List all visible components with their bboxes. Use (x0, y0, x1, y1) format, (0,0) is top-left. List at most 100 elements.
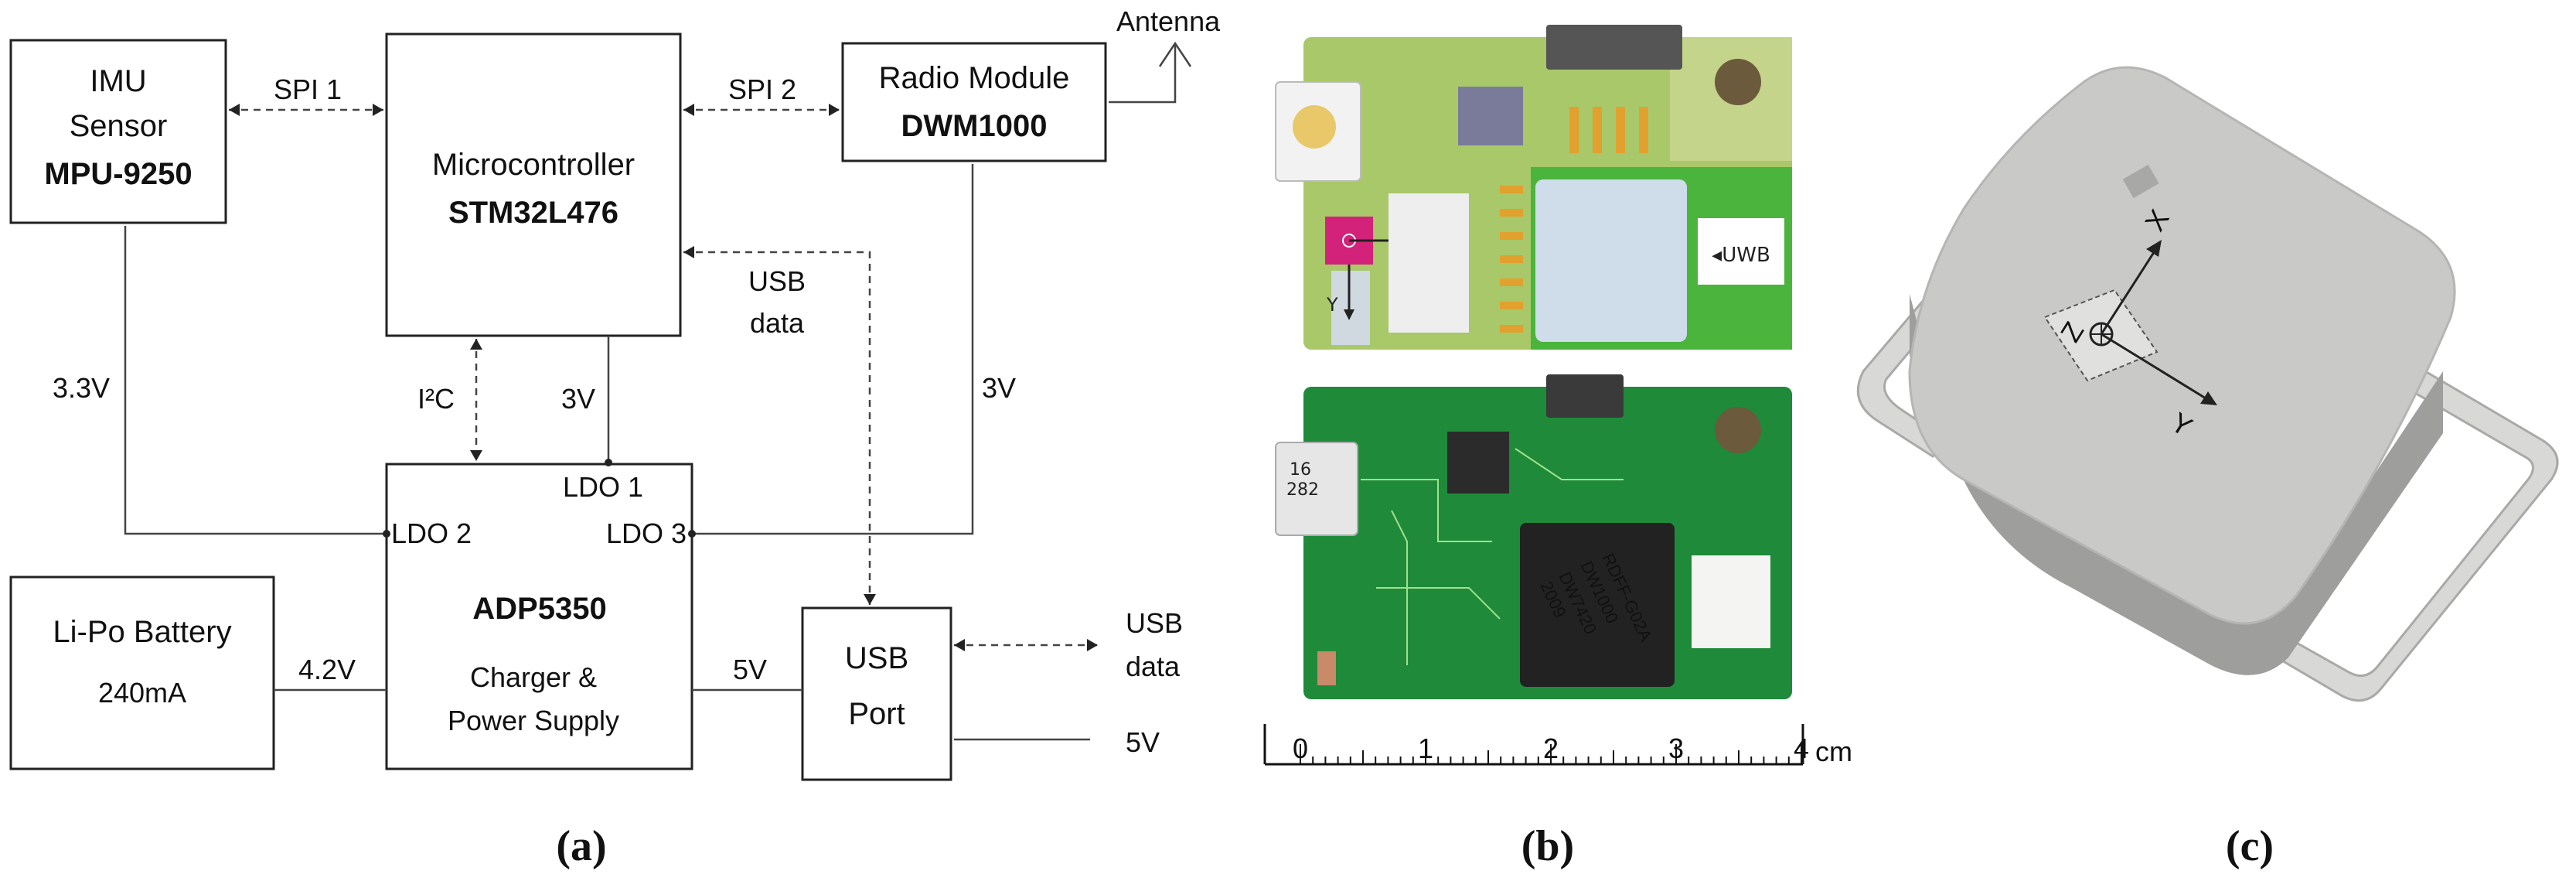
enclosure-side (1910, 294, 2443, 675)
ruler-tick-1: 1 (1418, 733, 1433, 764)
panel-b-pcb-photos: ◂UWB X Y (1263, 25, 1852, 767)
pmic-part-number: ADP5350 (472, 592, 606, 626)
window (2122, 164, 2159, 199)
uwb-label: ◂UWB (1712, 244, 1770, 267)
mounting-hole (1715, 407, 1761, 453)
imu-chip-top (1458, 87, 1523, 145)
arrowhead (1344, 309, 1354, 320)
imu-part-number: MPU-9250 (44, 157, 192, 191)
3v3-line (124, 226, 387, 535)
traces (1361, 448, 1624, 665)
dwm1000-module-top (1535, 179, 1687, 342)
ldo2-label: LDO 2 (391, 517, 472, 549)
battery-name: Li-Po Battery (53, 615, 231, 649)
ldo3-label: LDO 3 (606, 517, 687, 549)
usb-port-line1: USB (845, 641, 908, 675)
radio-part-number: DWM1000 (901, 109, 1048, 143)
caption-c: (c) (2226, 822, 2274, 870)
switch (1546, 374, 1624, 418)
5v-ext-label: 5V (1126, 726, 1160, 758)
mcu-name: Microcontroller (432, 148, 635, 182)
4v2-label: 4.2V (298, 654, 356, 685)
3v-mcu-label: 3V (561, 383, 595, 415)
usb-ext-data-label-2: data (1126, 651, 1181, 682)
ruler-tick-0: 0 (1293, 733, 1308, 764)
3v-radio-line (692, 164, 974, 535)
dwm1000-module-bottom (1520, 523, 1675, 687)
junction-dot (688, 530, 696, 538)
pcb-component (1389, 193, 1469, 333)
usb-data-link (683, 251, 871, 605)
usb-data-label-1: USB (748, 265, 806, 297)
arrowhead (470, 450, 482, 461)
caption-c-text: (c) (2226, 822, 2274, 870)
x-axis-line (2100, 247, 2159, 335)
panel-a-block-diagram: IMU Sensor MPU-9250 Microcontroller STM3… (9, 5, 1221, 781)
arrowhead (2200, 391, 2217, 405)
junction-dot (383, 530, 390, 538)
pmic-desc-line2: Power Supply (448, 705, 619, 736)
enclosure-top (1908, 66, 2456, 625)
mcu-chip-bottom (1447, 432, 1509, 494)
usb-connector-bottom (1275, 442, 1358, 536)
arrowhead (954, 639, 965, 651)
connector-header (1546, 25, 1682, 70)
ruler-tick-3: 3 (1668, 733, 1684, 764)
mounting-hole (1715, 59, 1761, 105)
mcu-part-number: STM32L476 (448, 196, 618, 230)
i2c-label: I²C (417, 383, 455, 415)
imu-sensor-block (9, 39, 227, 224)
battery-connector (1317, 651, 1336, 685)
battery-capacity: 240mA (98, 677, 186, 709)
arrowhead (683, 246, 694, 258)
antenna-pad (1692, 555, 1770, 648)
pads (1500, 107, 1648, 333)
caption-b: (b) (1521, 822, 1574, 870)
antenna-line (1109, 43, 1177, 104)
arrowhead (470, 339, 482, 350)
silk-y-label: Y (1326, 294, 1338, 316)
pcb-top-side: ◂UWB X Y (1275, 25, 1792, 350)
3v3-label: 3.3V (53, 372, 110, 404)
led (1293, 105, 1336, 149)
adp5350-block (385, 463, 693, 770)
silk-box (1331, 271, 1370, 345)
usb-port-block (801, 606, 952, 781)
ldo1-label: LDO 1 (563, 471, 643, 503)
arrowhead (683, 104, 694, 116)
pcb-bottom-side: DW1000 RDFF-G02A DW7420 2009 16 282 (1275, 374, 1792, 699)
antenna-symbol (1158, 41, 1192, 67)
caption-a-text: (a) (556, 822, 606, 870)
uwb-label-box (1698, 218, 1784, 285)
imu-line2: Sensor (70, 109, 168, 143)
caption-b-text: (b) (1521, 822, 1574, 870)
li-po-battery-block (9, 575, 275, 770)
arrowhead (373, 104, 383, 116)
spi2-label: SPI 2 (728, 73, 796, 105)
usb-ext-data-label-1: USB (1126, 607, 1183, 639)
microcontroller-block (385, 32, 682, 337)
radio-name: Radio Module (879, 61, 1070, 95)
pmic-desc-line1: Charger & (470, 661, 597, 693)
usb-port-line2: Port (848, 697, 905, 731)
usb-mark-line2: 282 (1286, 480, 1319, 500)
arrowhead (2146, 240, 2162, 257)
caption-a: (a) (556, 822, 606, 870)
ruler-unit: cm (1815, 736, 1852, 767)
junction-dot (605, 459, 612, 466)
5v-pmic-label: 5V (733, 654, 767, 685)
3v-radio-label: 3V (982, 372, 1016, 404)
arrowhead (229, 104, 240, 116)
spi1-label: SPI 1 (274, 73, 342, 105)
panel-c-enclosure-render: X Y Z (1856, 66, 2559, 702)
usb-data-label-2: data (750, 307, 805, 339)
usb-mark-line1: 16 (1290, 460, 1311, 480)
arrowhead (864, 594, 876, 605)
y-axis-line (2101, 333, 2210, 402)
ruler-tick-4: 4 (1794, 733, 1809, 764)
radio-module-block (841, 42, 1107, 162)
antenna-label: Antenna (1116, 5, 1221, 37)
arrowhead (1087, 639, 1098, 651)
ruler-tick-2: 2 (1543, 733, 1559, 764)
